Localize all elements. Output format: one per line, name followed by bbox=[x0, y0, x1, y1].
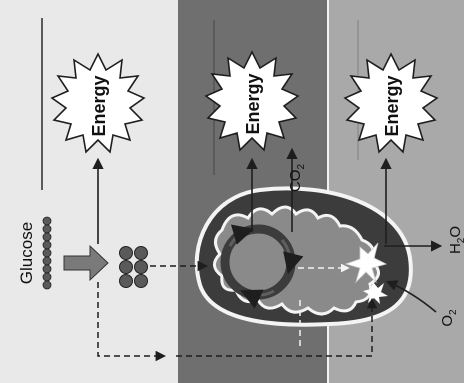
glucose-label: Glucose bbox=[17, 222, 36, 284]
o2-text: O bbox=[439, 315, 456, 327]
co2-text: CO bbox=[287, 170, 304, 193]
h2o-o: O bbox=[447, 226, 464, 238]
energy-label-3: Energy bbox=[382, 75, 402, 136]
glucose-chain bbox=[43, 217, 51, 289]
co2-subscript: 2 bbox=[296, 164, 307, 170]
energy-label-1: Energy bbox=[89, 75, 109, 136]
energy-label-2: Energy bbox=[243, 73, 263, 134]
o2-subscript: 2 bbox=[448, 309, 459, 315]
left-panel bbox=[0, 0, 178, 383]
h2o-h: H bbox=[447, 243, 464, 254]
